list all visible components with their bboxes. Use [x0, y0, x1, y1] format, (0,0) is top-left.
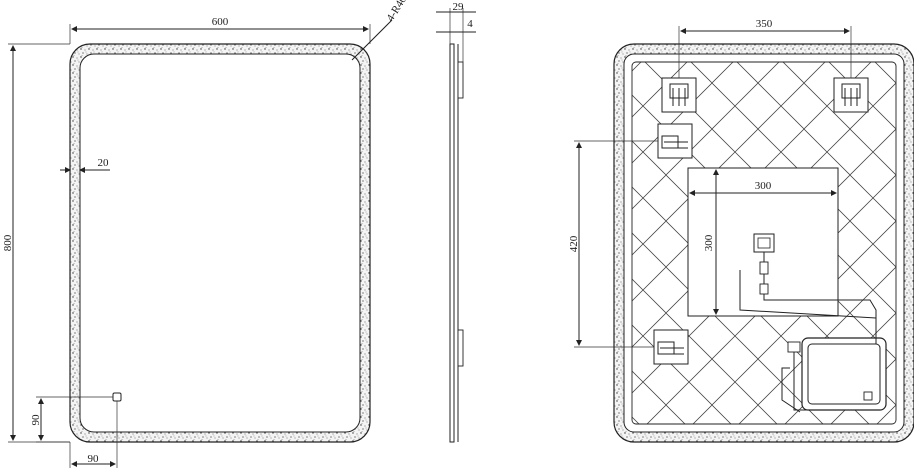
vertical-spacing-label: 420	[568, 235, 580, 252]
touch-switch-icon	[112, 392, 122, 402]
side-bracket-top	[457, 61, 464, 99]
panel-height-label: 300	[703, 234, 715, 251]
side-glass	[449, 43, 455, 443]
switch-offset-y-label: 90	[30, 414, 42, 426]
side-depth-label: 29	[453, 1, 465, 13]
switch-offset-x-label: 90	[88, 453, 100, 465]
bracket-spacing-label: 350	[756, 18, 773, 30]
bracket-top-left	[661, 77, 697, 113]
back-view: 350 420 300 300	[568, 18, 914, 443]
bracket-left-lower	[653, 329, 689, 365]
side-view: 29 4	[436, 1, 476, 443]
front-view: 600 4-R40 800 20 90 90	[2, 0, 409, 468]
front-height-label: 800	[2, 234, 14, 251]
panel-width-label: 300	[755, 180, 772, 192]
border-width-label: 20	[98, 157, 110, 169]
connector-box-icon	[753, 233, 775, 253]
corner-radius-label: 4-R40	[384, 0, 409, 24]
led-driver-box	[801, 337, 887, 411]
side-thickness-label: 4	[467, 18, 473, 30]
mirror-glass	[79, 53, 361, 433]
front-width-label: 600	[212, 16, 229, 28]
side-bracket-bottom	[457, 329, 464, 367]
bracket-left-upper	[657, 123, 693, 159]
bracket-top-right	[833, 77, 869, 113]
